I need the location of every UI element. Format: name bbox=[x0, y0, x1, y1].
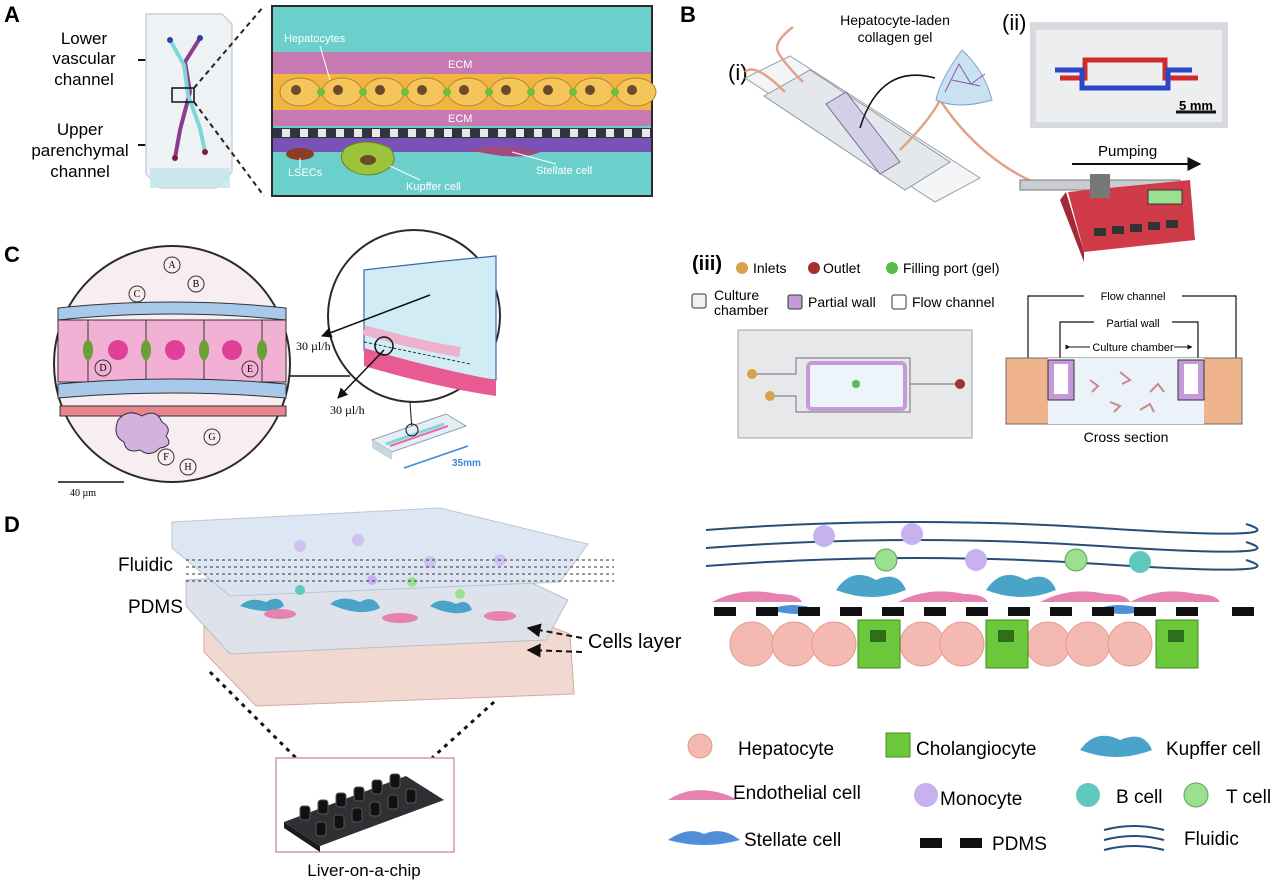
gel-label-1: Hepatocyte-laden bbox=[840, 12, 950, 28]
marker-e: E bbox=[247, 364, 253, 375]
fluidic-layer-label: Fluidic bbox=[118, 555, 173, 576]
legend-fluidic: Fluidic bbox=[1184, 829, 1239, 850]
marker-a: A bbox=[168, 260, 176, 271]
flow-bottom-label: 30 µl/h bbox=[330, 403, 365, 417]
kupffer-icon bbox=[1080, 735, 1152, 757]
lsecs-label: LSECs bbox=[288, 167, 323, 179]
scale-label: 40 µm bbox=[70, 488, 96, 499]
flow-legend-swatch bbox=[891, 294, 907, 310]
culture-label-2: chamber bbox=[714, 302, 769, 318]
culture-legend-swatch bbox=[691, 293, 707, 309]
kupffer-label: Kupffer cell bbox=[406, 181, 461, 193]
bcell-icon bbox=[1076, 783, 1100, 807]
cells-layer-label: Cells layer bbox=[588, 631, 682, 653]
culture-label-1: Culture bbox=[714, 287, 759, 303]
hepatocyte-icon bbox=[687, 733, 713, 759]
b-device bbox=[743, 26, 1041, 203]
outlet-legend-dot bbox=[808, 262, 820, 274]
panel-c-letter: C bbox=[4, 242, 20, 267]
hepatocytes-label: Hepatocytes bbox=[284, 33, 346, 45]
top-view bbox=[737, 329, 973, 439]
wall-legend-swatch bbox=[787, 294, 803, 310]
panel-b-i-label: (i) bbox=[728, 60, 748, 85]
cholangiocyte-icon bbox=[885, 732, 911, 758]
tcell-icon bbox=[1183, 782, 1209, 808]
pumping-label: Pumping bbox=[1098, 143, 1157, 160]
tissue-circle: A B C D E F G H bbox=[53, 245, 291, 483]
panel-b-letter: B bbox=[680, 2, 696, 27]
marker-b: B bbox=[193, 279, 200, 290]
b-photo: (ii) 5 mm bbox=[1002, 10, 1228, 128]
outlet-label: Outlet bbox=[823, 260, 860, 276]
legend-pdms: PDMS bbox=[992, 834, 1047, 855]
filling-legend-dot bbox=[886, 262, 898, 274]
ecm-top-label: ECM bbox=[448, 59, 472, 71]
cell-schematic bbox=[705, 520, 1259, 669]
filling-label: Filling port (gel) bbox=[903, 260, 999, 276]
marker-d: D bbox=[99, 363, 106, 374]
marker-h: H bbox=[184, 462, 191, 473]
upper-channel-label-1: Upper bbox=[57, 120, 104, 139]
lower-channel-label-2: vascular bbox=[52, 49, 116, 68]
panel-a: A Lower vascular channel Upper parenchym… bbox=[4, 2, 657, 197]
legend-cholangiocyte: Cholangiocyte bbox=[916, 739, 1036, 760]
fluidic-icon bbox=[1103, 825, 1165, 851]
legend-hepatocyte: Hepatocyte bbox=[738, 739, 834, 760]
panel-b-iii-label: (iii) bbox=[692, 253, 722, 275]
legend-kupffer: Kupffer cell bbox=[1166, 739, 1261, 760]
cross-flow-label: Flow channel bbox=[1101, 291, 1166, 303]
cross-section-caption: Cross section bbox=[1084, 429, 1169, 445]
lower-channel-label-3: channel bbox=[54, 70, 114, 89]
chip-length-label: 35mm bbox=[452, 458, 481, 469]
upper-channel-label-2: parenchymal bbox=[31, 141, 128, 160]
panel-c: C A B C D E bbox=[4, 229, 501, 499]
legend-bcell: B cell bbox=[1116, 787, 1162, 808]
panel-a-letter: A bbox=[4, 2, 20, 27]
inlet-legend-dot bbox=[736, 262, 748, 274]
upper-channel-label-3: channel bbox=[50, 162, 110, 181]
legend-monocyte: Monocyte bbox=[940, 789, 1022, 810]
legend-stellate: Stellate cell bbox=[744, 830, 841, 851]
syringe-pump bbox=[1019, 174, 1195, 262]
inlets-label: Inlets bbox=[753, 260, 786, 276]
pdms-layer-label: PDMS bbox=[128, 597, 183, 618]
panel-a-chip bbox=[145, 13, 233, 189]
gel-label-2: collagen gel bbox=[858, 29, 933, 45]
gel-droplet bbox=[935, 49, 993, 106]
marker-c: C bbox=[134, 289, 141, 300]
chip-thumbnail bbox=[275, 757, 455, 853]
stellate-label: Stellate cell bbox=[536, 165, 592, 177]
cross-culture-label: Culture chamber bbox=[1092, 342, 1174, 354]
panel-b: B (i) Hepatocyte-laden collagen gel (ii)… bbox=[680, 2, 1243, 445]
panel-d: D Fluidic PDMS Cells layer bbox=[4, 507, 1271, 880]
pdms-icon-right bbox=[960, 838, 982, 848]
chamber-circle bbox=[321, 229, 501, 403]
panel-a-zoom: Hepatocytes ECM ECM LSECs Kupffer cell S… bbox=[271, 5, 657, 197]
cross-partial-label: Partial wall bbox=[1106, 318, 1159, 330]
stellate-icon bbox=[668, 831, 740, 845]
legend-tcell: T cell bbox=[1226, 787, 1271, 808]
flow-channel-label: Flow channel bbox=[912, 294, 995, 310]
gel-pointer bbox=[859, 74, 936, 129]
legend-endothelial: Endothelial cell bbox=[733, 783, 861, 804]
cell-legend: Hepatocyte Cholangiocyte Kupffer cell En… bbox=[668, 732, 1271, 855]
cross-section: Flow channel Partial wall Culture chambe… bbox=[1005, 291, 1243, 445]
panel-d-letter: D bbox=[4, 512, 20, 537]
photo-scale-label: 5 mm bbox=[1179, 98, 1213, 113]
hepatocyte-row bbox=[279, 77, 657, 107]
endothelial-icon bbox=[668, 790, 736, 800]
pdms-icon-left bbox=[920, 838, 942, 848]
flow-top-label: 30 µl/h bbox=[296, 339, 331, 353]
partial-wall-label: Partial wall bbox=[808, 294, 876, 310]
ecm-bottom-label: ECM bbox=[448, 113, 472, 125]
mini-chip bbox=[370, 413, 468, 460]
panel-b-ii-label: (ii) bbox=[1002, 10, 1026, 35]
marker-f: F bbox=[163, 452, 169, 463]
marker-g: G bbox=[208, 432, 215, 443]
monocyte-icon bbox=[914, 783, 938, 807]
layer-stack bbox=[171, 507, 589, 707]
liver-chip-label: Liver-on-a-chip bbox=[307, 861, 420, 880]
lower-channel-label-1: Lower bbox=[61, 29, 108, 48]
